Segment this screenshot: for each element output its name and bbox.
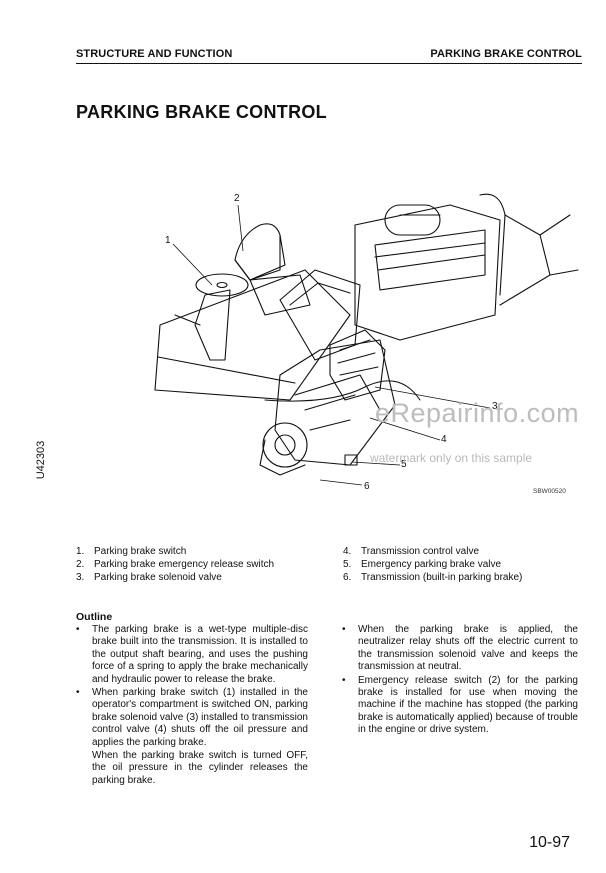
- header-page-topic: PARKING BRAKE CONTROL: [430, 48, 582, 60]
- callout-2: 2: [234, 193, 240, 204]
- outline-right-column: When the parking brake is applied, the n…: [340, 624, 578, 738]
- parts-list-right: 4.Transmission control valve 5.Emergency…: [343, 545, 522, 584]
- callout-1: 1: [165, 235, 171, 246]
- list-item: 6.Transmission (built-in parking brake): [343, 572, 523, 583]
- outline-left-column: The parking brake is a wet-type multiple…: [74, 624, 308, 788]
- list-item: 3.Parking brake solenoid valve: [76, 572, 222, 583]
- callout-6: 6: [364, 481, 370, 492]
- bullet-paragraph: When the parking brake is applied, the n…: [340, 624, 578, 674]
- list-item: 1.Parking brake switch: [76, 546, 187, 557]
- figure-code: SBW00520: [533, 488, 566, 495]
- callout-4: 4: [441, 434, 447, 445]
- list-item: 2.Parking brake emergency release switch: [76, 559, 275, 570]
- bullet-paragraph: When parking brake switch (1) installed …: [74, 687, 308, 749]
- list-item: 4.Transmission control valve: [343, 546, 480, 557]
- page-number: 10-97: [529, 834, 570, 851]
- side-document-code: U42303: [34, 430, 48, 490]
- header-section: STRUCTURE AND FUNCTION: [76, 48, 233, 60]
- page-title: PARKING BRAKE CONTROL: [76, 102, 327, 122]
- callout-5: 5: [401, 459, 407, 470]
- continuation-paragraph: When the parking brake switch is turned …: [92, 750, 308, 786]
- bullet-paragraph: The parking brake is a wet-type multiple…: [74, 624, 308, 686]
- bullet-paragraph: Emergency release switch (2) for the par…: [340, 675, 578, 737]
- parking-brake-illustration: [154, 193, 579, 476]
- side-code-text: U42303: [35, 440, 47, 480]
- parts-list-left: 1.Parking brake switch 2.Parking brake e…: [76, 545, 274, 584]
- header-rule: [76, 63, 582, 64]
- watermark-site: eRepairinfo.com: [375, 398, 580, 428]
- watermark-notice: watermark only on this sample: [370, 451, 533, 465]
- outline-heading: Outline: [76, 611, 113, 623]
- list-item: 5.Emergency parking brake valve: [343, 559, 502, 570]
- callout-3: 3: [492, 401, 498, 412]
